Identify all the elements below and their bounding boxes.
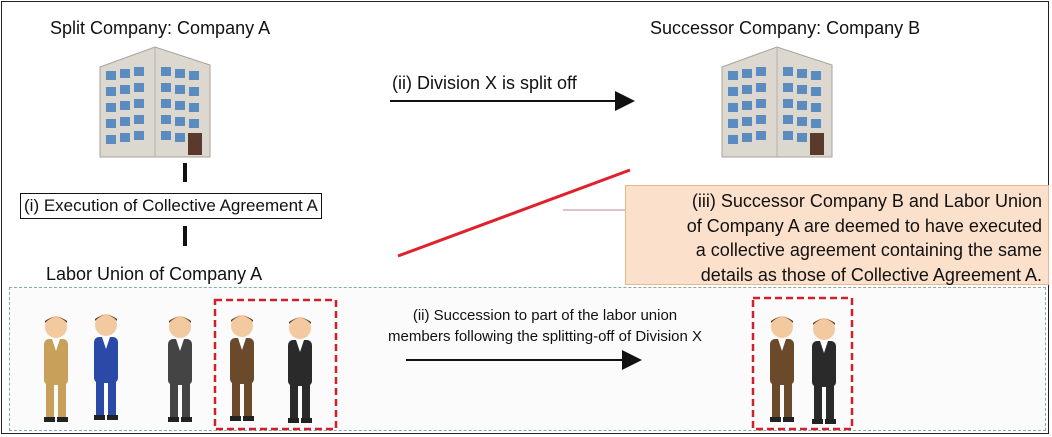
person-icon <box>812 318 836 424</box>
labor-union-title: Labor Union of Company A <box>46 264 263 284</box>
person-icon <box>94 314 118 420</box>
deemed-agreement-box: (iii) Successor Company B and Labor Unio… <box>625 185 1049 285</box>
person-icon <box>44 316 68 422</box>
company-a-building-icon <box>99 46 211 158</box>
deemed-agreement-line <box>397 168 631 258</box>
collective-agreement-label: (i) Execution of Collective Agreement A <box>20 193 322 219</box>
transferred-members-dashed-box <box>751 296 854 431</box>
union-members-group <box>44 314 312 423</box>
person-icon <box>288 317 312 423</box>
succession-line-2: members following the splitting-off of D… <box>387 328 703 345</box>
company-a-title: Split Company: Company A <box>50 18 271 38</box>
person-icon <box>168 316 192 422</box>
deemed-line-4: details as those of Collective Agreement… <box>700 264 1042 285</box>
deemed-line-3: a collective agreement containing the sa… <box>695 240 1042 260</box>
company-b-building-icon <box>721 46 833 158</box>
split-off-label: (ii) Division X is split off <box>392 73 577 93</box>
succession-label: (ii) Succession to part of the labor uni… <box>350 305 740 347</box>
transferred-members-group <box>770 316 836 424</box>
company-b-title: Successor Company: Company B <box>650 18 921 38</box>
selected-members-dashed-box <box>213 298 338 431</box>
deemed-line-1: (iii) Successor Company B and Labor Unio… <box>691 191 1042 211</box>
deemed-line-2: of Company A are deemed to have executed <box>686 215 1042 236</box>
person-icon <box>230 315 254 421</box>
succession-line-1: (ii) Succession to part of the labor uni… <box>412 307 678 324</box>
person-icon <box>770 316 794 422</box>
